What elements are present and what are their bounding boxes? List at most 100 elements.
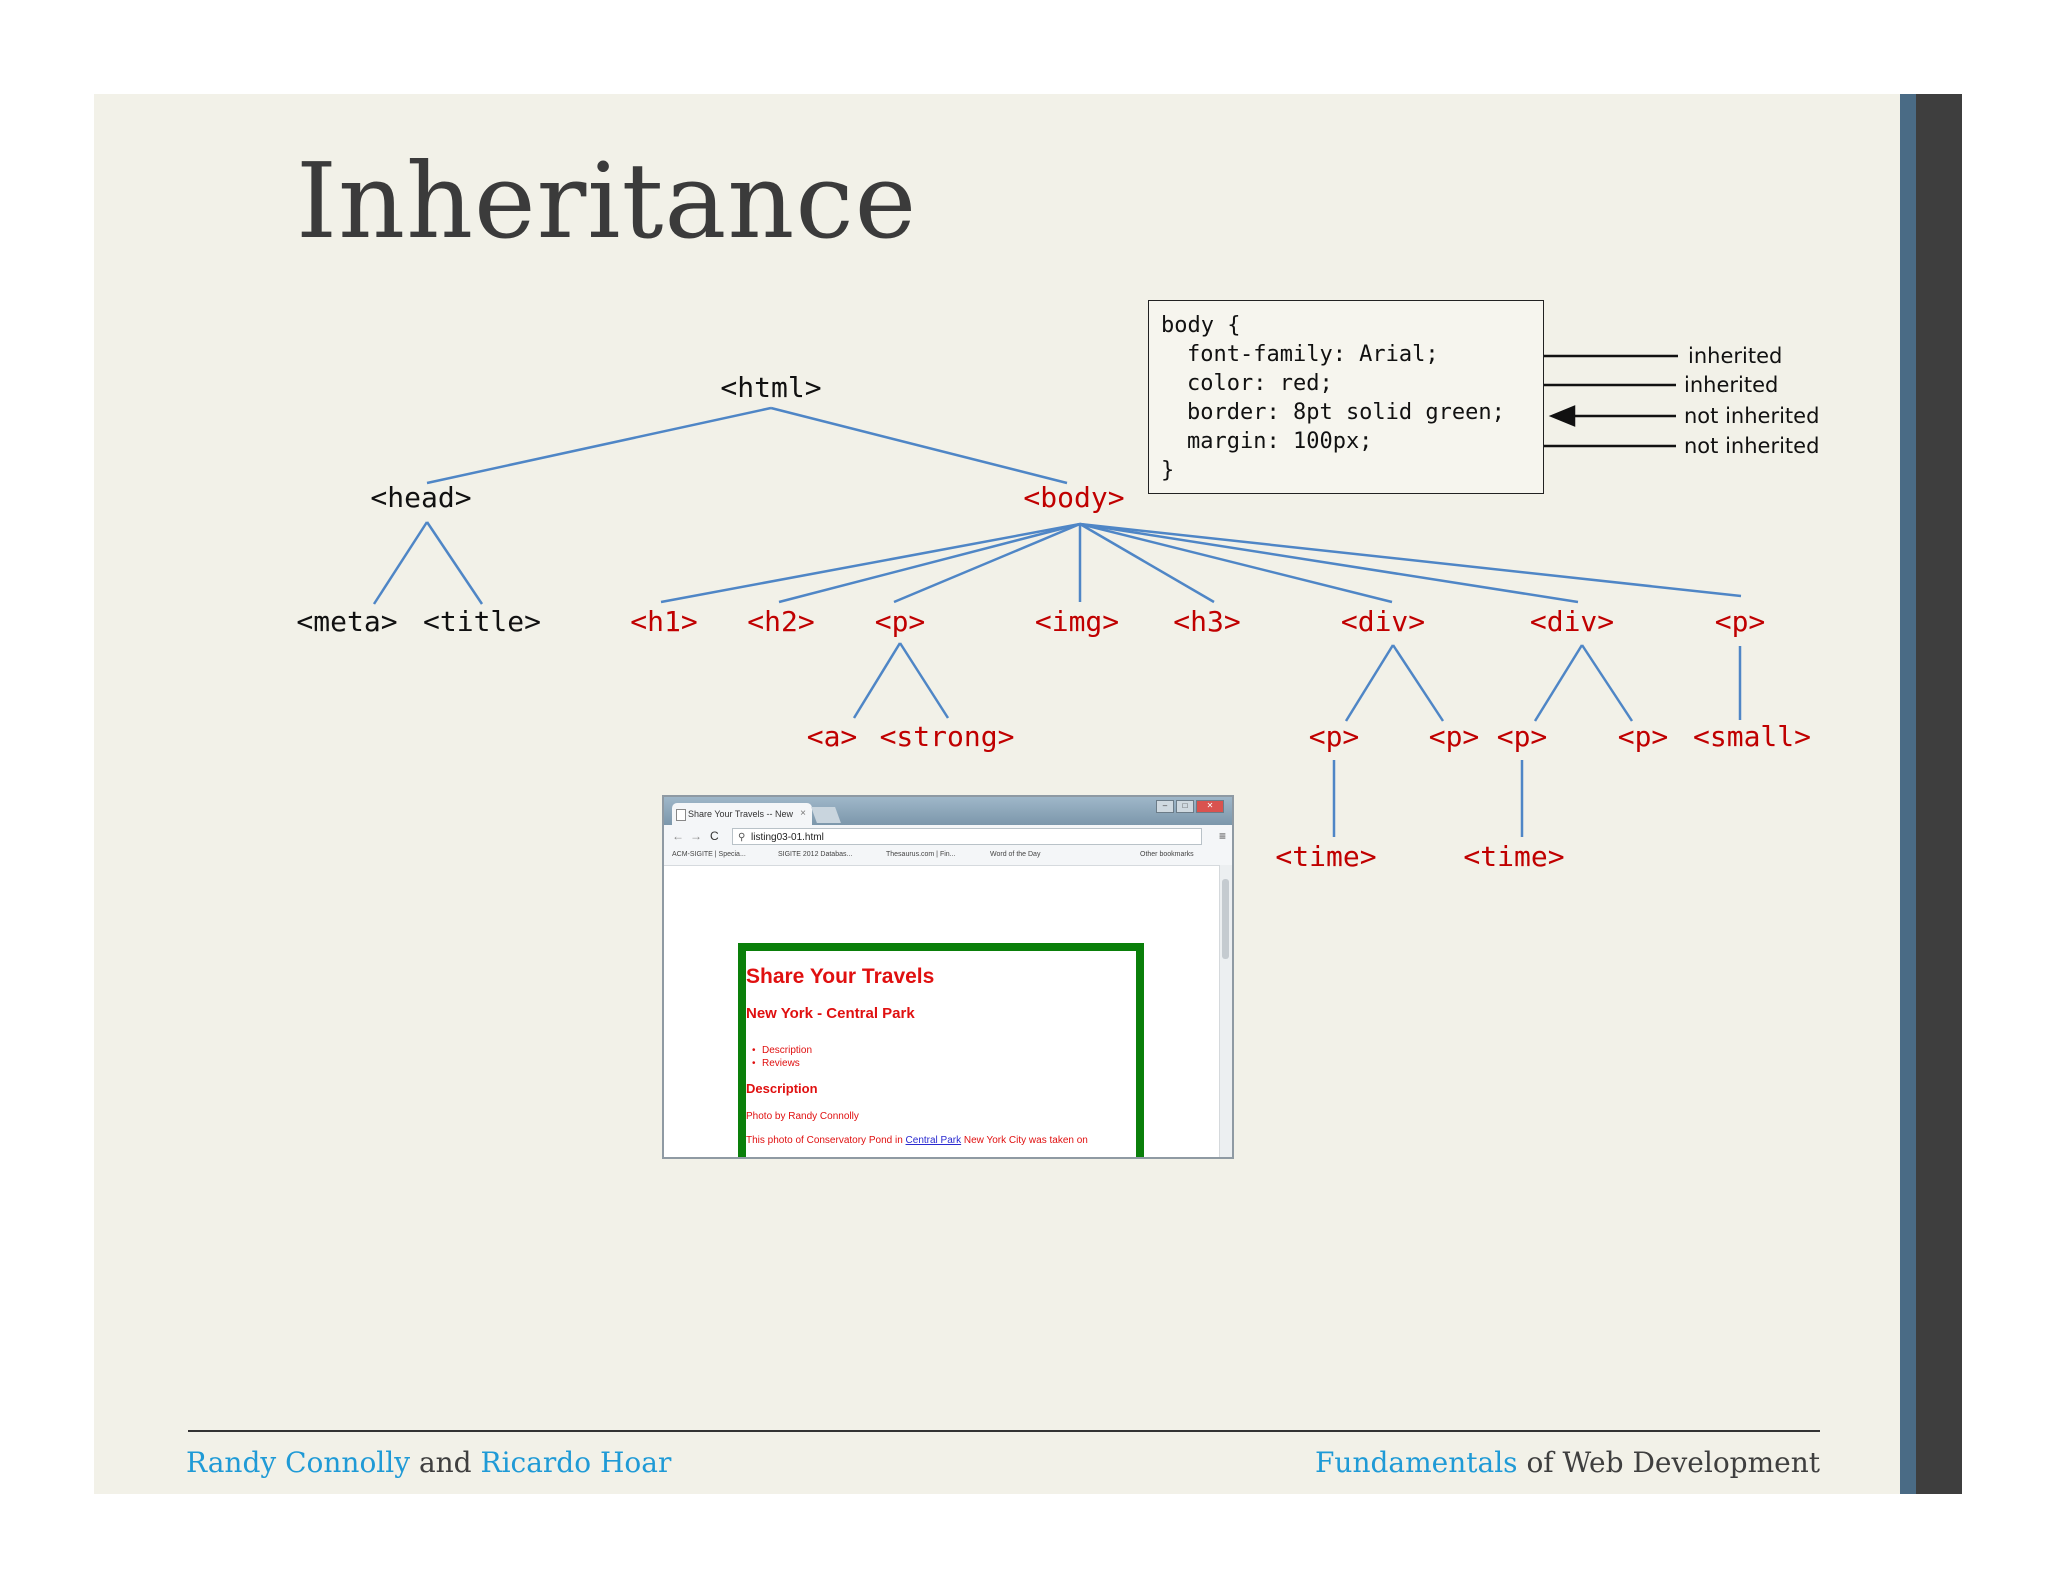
annotation-inherited-1: inherited xyxy=(1688,344,1783,368)
node-strong: <strong> xyxy=(879,720,1015,753)
footer-divider xyxy=(188,1430,1820,1432)
node-div-2: <div> xyxy=(1529,605,1615,638)
page-paragraph: This photo of Conservatory Pond in Centr… xyxy=(746,1135,1088,1146)
css-rule-box xyxy=(1148,300,1544,494)
css-declaration-border: border: 8pt solid green; xyxy=(1187,400,1505,425)
scrollbar-thumb[interactable] xyxy=(1222,879,1229,959)
annotation-not-inherited-2: not inherited xyxy=(1684,434,1820,458)
list-item[interactable]: Reviews xyxy=(752,1058,800,1069)
minimize-icon[interactable]: – xyxy=(1156,800,1174,813)
css-rule-close: } xyxy=(1161,458,1175,483)
central-park-link[interactable]: Central Park xyxy=(905,1135,962,1146)
arrow-head-icon xyxy=(1548,405,1576,427)
edge-html-body xyxy=(770,406,1068,485)
browser-tab[interactable]: Share Your Travels -- New × xyxy=(672,803,812,825)
rendered-body: Share Your Travels New York - Central Pa… xyxy=(738,943,1144,1157)
address-bar[interactable]: ⚲ listing03-01.html xyxy=(732,828,1202,845)
node-time-1: <time> xyxy=(1275,840,1377,873)
book-title-rest: of Web Development xyxy=(1526,1446,1820,1479)
node-a: <a> xyxy=(806,720,858,753)
node-h3: <h3> xyxy=(1173,605,1241,638)
edge-head-title xyxy=(425,521,484,605)
menu-icon[interactable]: ≡ xyxy=(1218,829,1226,843)
bookmark-item[interactable]: ACM-SIGITE | Specia... xyxy=(672,851,746,858)
browser-tab-title: Share Your Travels -- New xyxy=(688,809,794,819)
edge-p-strong xyxy=(898,642,950,719)
edge-body-h3 xyxy=(1079,522,1215,604)
css-declaration-color: color: red; xyxy=(1187,371,1333,396)
vertical-scrollbar[interactable] xyxy=(1219,865,1232,1157)
edge-body-h1 xyxy=(660,522,1081,604)
node-div-1: <div> xyxy=(1340,605,1426,638)
book-title-highlight: Fundamentals xyxy=(1314,1446,1518,1479)
side-accent-bar xyxy=(1900,94,1916,1494)
edge-body-p xyxy=(893,522,1081,604)
author-name: Ricardo Hoar xyxy=(480,1446,672,1479)
forward-icon[interactable]: → xyxy=(690,829,702,843)
css-declaration-margin: margin: 100px; xyxy=(1187,429,1373,454)
node-div1-p-1: <p> xyxy=(1308,720,1360,753)
maximize-icon[interactable]: □ xyxy=(1176,800,1194,813)
node-small: <small> xyxy=(1692,720,1812,753)
side-dark-bar xyxy=(1916,94,1962,1494)
node-title: <title> xyxy=(422,605,542,638)
edge-p-a xyxy=(852,642,902,719)
edge-head-meta xyxy=(372,521,429,605)
node-head: <head> xyxy=(370,481,472,514)
node-h2: <h2> xyxy=(747,605,815,638)
page-heading-2: New York - Central Park xyxy=(746,1005,915,1022)
browser-titlebar: Share Your Travels -- New × – □ ✕ xyxy=(664,797,1232,825)
bookmark-item[interactable]: Word of the Day xyxy=(990,851,1041,858)
slide-background xyxy=(94,94,1960,1494)
window-controls: – □ ✕ xyxy=(1156,800,1224,813)
edge-body-div1 xyxy=(1079,522,1393,604)
back-icon[interactable]: ← xyxy=(672,829,684,843)
footer-book-title: Fundamentals of Web Development xyxy=(1315,1446,1820,1479)
node-meta: <meta> xyxy=(296,605,398,638)
search-icon: ⚲ xyxy=(738,832,746,843)
author-name: Randy Connolly xyxy=(186,1446,411,1479)
close-icon[interactable]: ✕ xyxy=(1196,800,1224,813)
css-rule-open: body { xyxy=(1161,313,1241,338)
edge-div2-p2 xyxy=(1580,644,1634,722)
page-heading-3: Description xyxy=(746,1081,818,1096)
bookmark-item[interactable]: SIGITE 2012 Databas... xyxy=(778,851,853,858)
paragraph-text: New York City was taken on xyxy=(961,1135,1088,1146)
node-img: <img> xyxy=(1034,605,1120,638)
annotation-not-inherited-1: not inherited xyxy=(1684,404,1820,428)
annotation-inherited-2: inherited xyxy=(1684,373,1779,397)
node-p-2: <p> xyxy=(1714,605,1766,638)
page-icon xyxy=(676,809,686,821)
page-paragraph-credit: Photo by Randy Connolly xyxy=(746,1111,859,1122)
reload-icon[interactable]: C xyxy=(710,829,719,843)
node-body: <body> xyxy=(1023,481,1125,514)
node-html: <html> xyxy=(720,371,822,404)
footer-and: and xyxy=(418,1446,472,1479)
edge-body-p2 xyxy=(1079,522,1742,598)
list-item[interactable]: Description xyxy=(752,1045,812,1056)
edge-html-head xyxy=(426,406,772,485)
bookmarks-bar: ACM-SIGITE | Specia... SIGITE 2012 Datab… xyxy=(664,849,1232,866)
node-p: <p> xyxy=(874,605,926,638)
page-heading-1: Share Your Travels xyxy=(746,965,935,988)
browser-toolbar: ← → C ⚲ listing03-01.html ≡ xyxy=(664,825,1232,850)
paragraph-text: This photo of Conservatory Pond in xyxy=(746,1135,906,1146)
node-div1-p-2: <p> xyxy=(1428,720,1480,753)
node-h1: <h1> xyxy=(630,605,698,638)
browser-screenshot: Share Your Travels -- New × – □ ✕ ← → C … xyxy=(662,795,1234,1159)
new-tab-button[interactable] xyxy=(811,807,841,823)
edge-div2-p xyxy=(1533,644,1584,722)
node-time-2: <time> xyxy=(1463,840,1565,873)
bookmark-item[interactable]: Other bookmarks xyxy=(1140,851,1194,858)
node-div2-p-2: <p> xyxy=(1617,720,1669,753)
tab-close-icon[interactable]: × xyxy=(800,808,806,819)
footer-authors: Randy Connolly and Ricardo Hoar xyxy=(186,1446,671,1479)
edge-div1-p2 xyxy=(1391,644,1445,722)
address-bar-url: listing03-01.html xyxy=(751,832,824,843)
edge-body-div2 xyxy=(1079,522,1579,604)
css-declaration-font-family: font-family: Arial; xyxy=(1187,342,1439,367)
edge-body-h2 xyxy=(778,522,1081,604)
node-div2-p-1: <p> xyxy=(1496,720,1548,753)
bookmark-item[interactable]: Thesaurus.com | Fin... xyxy=(886,851,956,858)
